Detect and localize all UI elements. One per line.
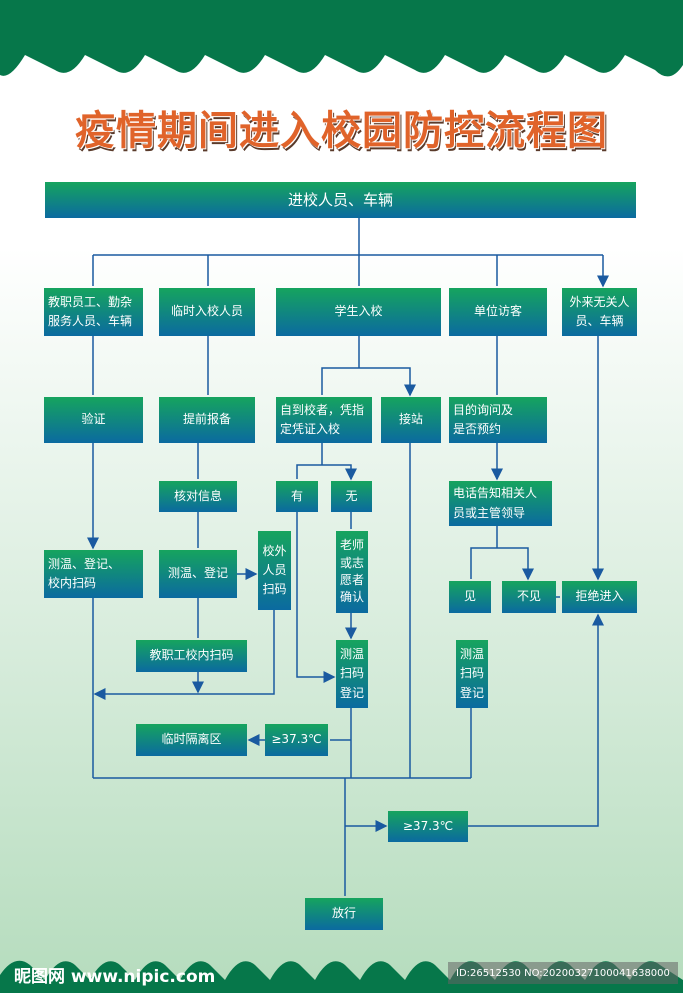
node-verify: 验证	[44, 397, 143, 443]
node-phone-notify: 电话告知相关人 员或主管领导	[449, 481, 552, 526]
top-scallop-banner	[0, 0, 683, 77]
node-check-info: 核对信息	[159, 481, 237, 512]
node-student-check: 测温 扫码 登记	[336, 640, 368, 708]
node-fever-threshold-2: ≥37.3℃	[388, 811, 468, 842]
node-teacher-confirm: 老师 或志 愿者 确认	[336, 531, 368, 613]
node-prereport: 提前报备	[159, 397, 255, 443]
node-unit-visitor: 单位访客	[449, 288, 547, 336]
node-reject-entry: 拒绝进入	[562, 581, 637, 613]
node-meet: 见	[449, 581, 491, 613]
node-no-meet: 不见	[502, 581, 556, 613]
node-purpose-inquiry: 目的询问及 是否预约	[449, 397, 547, 443]
node-fever-threshold: ≥37.3℃	[265, 724, 328, 756]
node-no: 无	[331, 481, 372, 512]
node-staff-scan: 教职工校内扫码	[136, 640, 247, 672]
node-isolation-area: 临时隔离区	[136, 724, 247, 756]
node-staff: 教职员工、勤杂 服务人员、车辆	[44, 288, 143, 336]
node-outside-scan: 校外 人员 扫码	[258, 531, 291, 610]
node-release: 放行	[305, 898, 383, 930]
node-visitor-check: 测温 扫码 登记	[456, 640, 488, 708]
node-pickup: 接站	[381, 397, 441, 443]
node-staff-check: 测温、登记、 校内扫码	[44, 550, 143, 598]
watermark-logo: 昵图网 www.nipic.com	[14, 967, 216, 987]
node-outsider: 外来无关人 员、车辆	[562, 288, 637, 336]
poster-title: 疫情期间进入校园防控流程图	[75, 108, 608, 154]
node-entering-people-vehicles: 进校人员、车辆	[45, 182, 636, 218]
image-id-label: ID:26512530 NO:20200327100041638000	[448, 962, 678, 984]
node-temporary-visitor: 临时入校人员	[159, 288, 255, 336]
node-temp-check: 测温、登记	[159, 550, 237, 598]
node-self-arrival: 自到校者，凭指 定凭证入校	[276, 397, 372, 443]
node-yes: 有	[276, 481, 318, 512]
node-student: 学生入校	[276, 288, 441, 336]
